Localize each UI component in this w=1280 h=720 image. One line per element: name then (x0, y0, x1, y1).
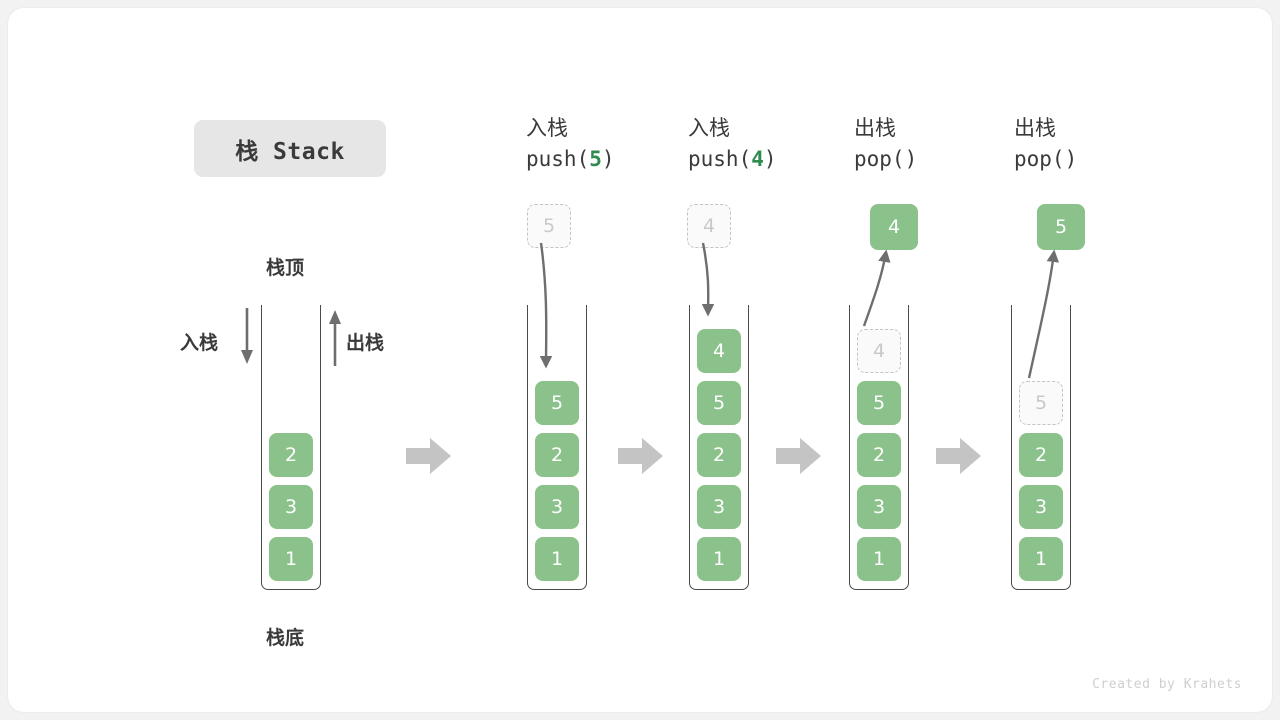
floating-cell-pop-1: 4 (870, 204, 918, 250)
push-direction-label: 入栈 (180, 332, 219, 354)
pop-direction-label: 出栈 (346, 332, 385, 354)
floating-cell-push-4: 4 (687, 204, 731, 248)
stack-cell: 5 (857, 381, 901, 425)
operation-name: 出栈 (1014, 116, 1056, 140)
operation-name: 出栈 (854, 116, 896, 140)
pop-direction-arrow-icon (329, 310, 341, 366)
push-4-motion-arrow-icon (701, 242, 715, 317)
stack-cell: 5 (535, 381, 579, 425)
stack-cell: 2 (697, 433, 741, 477)
stack-cell: 1 (857, 537, 901, 581)
operation-code: push(4) (688, 147, 777, 171)
flow-arrow-icon (618, 438, 663, 474)
operation-code: push(5) (526, 147, 615, 171)
credit-footer: Created by Krahets (1092, 677, 1242, 692)
stack-cell: 3 (269, 485, 313, 529)
operation-code: pop() (1014, 147, 1078, 171)
stack-container-pop-1 (849, 305, 909, 590)
stack-top-label: 栈顶 (266, 257, 305, 279)
stack-container-initial (261, 305, 321, 590)
stack-container-push-4 (689, 305, 749, 590)
stack-cell: 2 (535, 433, 579, 477)
stack-cell: 1 (697, 537, 741, 581)
push-direction-arrow-icon (241, 308, 253, 364)
column-header-pop-2: 出栈 pop() (1014, 113, 1214, 175)
stack-cell: 1 (1019, 537, 1063, 581)
stack-cell-removed: 4 (857, 329, 901, 373)
stack-cell: 5 (697, 381, 741, 425)
flow-arrow-icon (776, 438, 821, 474)
flow-arrow-icon (406, 438, 451, 474)
stack-cell: 3 (535, 485, 579, 529)
floating-cell-pop-2: 5 (1037, 204, 1085, 250)
stack-cell-removed: 5 (1019, 381, 1063, 425)
stack-cell: 4 (697, 329, 741, 373)
operation-name: 入栈 (688, 116, 730, 140)
operation-code: pop() (854, 147, 918, 171)
column-header-push-4: 入栈 push(4) (688, 113, 888, 175)
stack-bottom-label: 栈底 (266, 627, 305, 649)
stack-cell: 2 (857, 433, 901, 477)
operation-name: 入栈 (526, 116, 568, 140)
stack-container-push-5 (527, 305, 587, 590)
operation-arg: 4 (751, 147, 764, 171)
diagram-card: 栈 Stack 栈顶 栈底 入栈 出栈 2 3 1 入栈 push(5) 5 5… (8, 8, 1272, 712)
operation-arg: 5 (589, 147, 602, 171)
stack-cell: 3 (1019, 485, 1063, 529)
stack-cell: 1 (535, 537, 579, 581)
flow-arrow-icon (936, 438, 981, 474)
stack-cell: 2 (1019, 433, 1063, 477)
stack-cell: 2 (269, 433, 313, 477)
column-header-push-5: 入栈 push(5) (526, 113, 726, 175)
column-header-pop-1: 出栈 pop() (854, 113, 1054, 175)
stack-cell: 3 (857, 485, 901, 529)
stack-cell: 1 (269, 537, 313, 581)
stack-cell: 3 (697, 485, 741, 529)
title-badge: 栈 Stack (194, 120, 386, 177)
stack-container-pop-2 (1011, 305, 1071, 590)
floating-cell-push-5: 5 (527, 204, 571, 248)
